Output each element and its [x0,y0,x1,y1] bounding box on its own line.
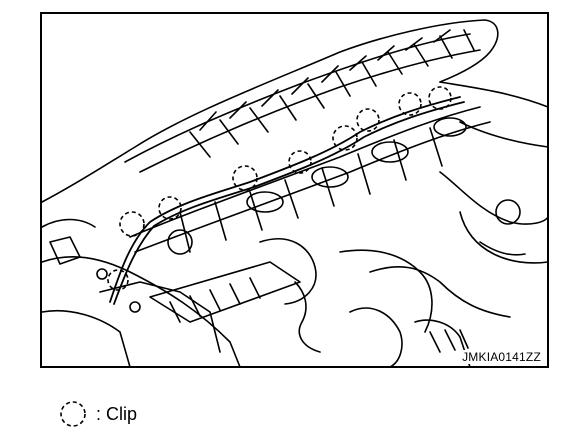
clip-marker [232,165,258,191]
clip-marker [107,269,129,291]
figure-code: JMKIA0141ZZ [460,350,543,364]
clip-markers [107,86,452,291]
clip-marker [398,92,422,116]
engine-line-drawing [40,12,549,368]
clip-marker [119,211,145,237]
clip-marker [428,86,452,110]
clip-marker [158,196,182,220]
legend-label: : Clip [96,403,138,424]
dashed-circle-icon [60,401,86,427]
clip-marker [332,125,358,151]
legend: : Clip [58,396,137,432]
engine-harness-illustration: JMKIA0141ZZ [40,12,549,368]
clip-marker [288,150,312,174]
clip-marker [356,108,380,132]
